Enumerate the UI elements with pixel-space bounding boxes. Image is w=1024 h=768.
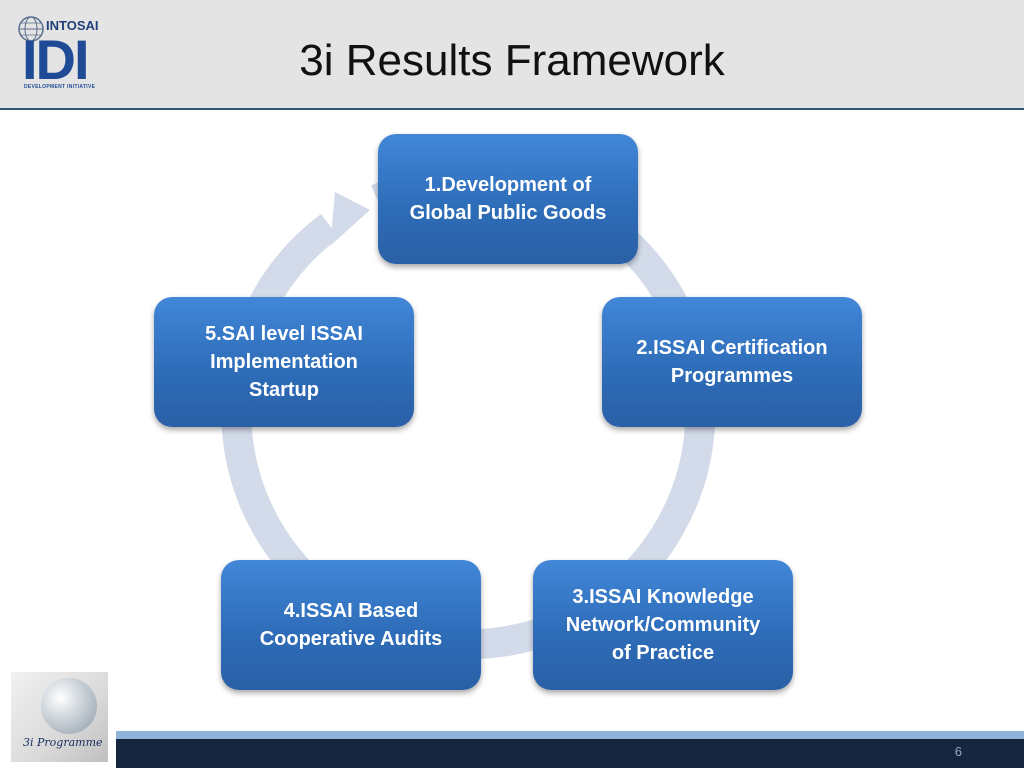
step-label-2: 2.ISSAI Certification Programmes [636, 334, 827, 390]
step-label-4: 4.ISSAI Based Cooperative Audits [260, 597, 443, 653]
step-label-5: 5.SAI level ISSAI Implementation Startup [205, 320, 363, 404]
footer-bar [116, 739, 1024, 768]
step-label-3: 3.ISSAI Knowledge Network/Community of P… [566, 583, 760, 667]
footer-accent-bar [116, 731, 1024, 739]
step-box-4: 4.ISSAI Based Cooperative Audits [221, 560, 481, 690]
step-box-2: 2.ISSAI Certification Programmes [602, 297, 862, 427]
step-box-1: 1.Development of Global Public Goods [378, 134, 638, 264]
programme-thumbnail: 3i Programme [11, 672, 108, 762]
thumbnail-caption: 3i Programme [23, 736, 103, 749]
step-box-3: 3.ISSAI Knowledge Network/Community of P… [533, 560, 793, 690]
cycle-arrowhead [330, 192, 370, 246]
step-box-5: 5.SAI level ISSAI Implementation Startup [154, 297, 414, 427]
page-number: 6 [955, 744, 962, 759]
globe-photo-icon [41, 678, 97, 734]
step-label-1: 1.Development of Global Public Goods [410, 171, 607, 227]
